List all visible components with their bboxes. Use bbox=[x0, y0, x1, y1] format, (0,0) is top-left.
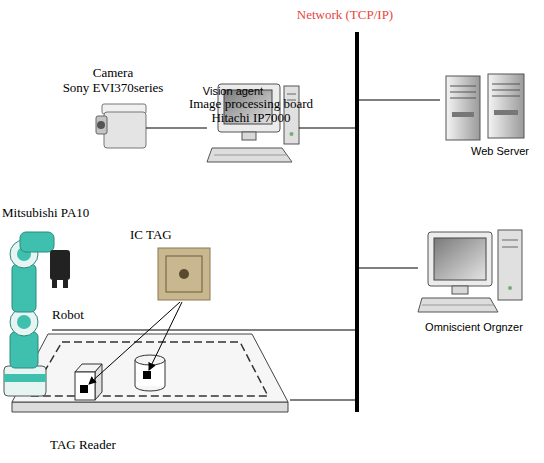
robot-arm-part bbox=[20, 232, 54, 252]
server-icon-part bbox=[450, 92, 476, 93]
computer-icon-part bbox=[422, 305, 494, 306]
tagged-object-part bbox=[135, 386, 165, 391]
tag-leader bbox=[89, 302, 182, 384]
robot-arm-part bbox=[10, 332, 38, 368]
camera-icon-part bbox=[96, 116, 107, 134]
server-icon-part bbox=[446, 76, 480, 140]
device-label: TAG Reader bbox=[50, 438, 116, 453]
part-label: IC TAG bbox=[130, 228, 172, 243]
device-model: Image processing board bbox=[165, 97, 337, 112]
ic-tag-image-part bbox=[166, 256, 202, 292]
server-icon-part bbox=[492, 96, 520, 97]
ic-tag-image-part bbox=[179, 269, 189, 279]
tag-leader-part bbox=[149, 302, 182, 370]
tagged-object-part bbox=[135, 355, 165, 365]
device-label: Vision agent bbox=[173, 85, 293, 98]
robot-arm-part bbox=[17, 315, 31, 329]
server-icon-part bbox=[450, 86, 476, 87]
robot-arm-part bbox=[12, 264, 36, 312]
device-label: Robot bbox=[52, 308, 84, 323]
server-icon-part bbox=[452, 112, 474, 117]
server-icon-part bbox=[450, 98, 476, 99]
computer-icon-part bbox=[428, 232, 492, 286]
network-bus: Network (TCP/IP) bbox=[355, 32, 359, 412]
computer-icon-part bbox=[502, 247, 518, 248]
network-link bbox=[299, 127, 355, 128]
camera-icon bbox=[96, 104, 146, 148]
device-model: Mitsubishi PA10 bbox=[2, 206, 89, 221]
computer-icon-part bbox=[287, 94, 296, 95]
robot-arm-part bbox=[50, 250, 70, 280]
device-model: Hitachi IP7000 bbox=[165, 111, 337, 126]
tagged-object-part bbox=[95, 364, 102, 400]
device-model: Sony EVI370series bbox=[53, 81, 173, 96]
network-link bbox=[146, 127, 207, 128]
robot-arm-part bbox=[52, 280, 57, 288]
computer-icon-part bbox=[502, 240, 518, 241]
computer-icon-part bbox=[434, 238, 486, 280]
computer-icon-part bbox=[207, 148, 292, 162]
computer-icon-part bbox=[290, 132, 294, 136]
computer-icon-part bbox=[452, 286, 468, 294]
computer-icon-part bbox=[498, 230, 522, 300]
device-label: Web Server bbox=[456, 145, 544, 158]
device-label: Camera bbox=[78, 66, 148, 81]
server-icon-part bbox=[494, 110, 518, 115]
server-icon bbox=[446, 74, 524, 140]
camera-icon-part bbox=[97, 121, 105, 129]
tagged-object-part bbox=[80, 385, 88, 393]
device-label: Omniscient Orgnzer bbox=[412, 321, 536, 334]
tagged-object-part bbox=[165, 360, 166, 386]
network-link bbox=[359, 99, 440, 100]
computer-icon-part bbox=[508, 286, 512, 290]
web-server-node: Web Server bbox=[440, 72, 528, 142]
tag-leader-part bbox=[89, 302, 180, 384]
tagged-object-part bbox=[75, 372, 95, 400]
vision-agent-node: Vision agentImage processing boardHitach… bbox=[207, 80, 299, 168]
organizer-node: Omniscient Orgnzer bbox=[418, 225, 526, 317]
network-label: Network (TCP/IP) bbox=[283, 8, 407, 23]
robot-arm-part bbox=[4, 374, 46, 382]
tagged-object bbox=[75, 355, 165, 400]
tag-reader-node: TAG Reader bbox=[10, 332, 290, 414]
computer-icon-part bbox=[418, 298, 498, 312]
computer-icon-part bbox=[242, 132, 256, 140]
tag-reader-plate bbox=[12, 334, 288, 412]
camera-icon-part bbox=[104, 112, 146, 148]
network-link bbox=[52, 329, 355, 330]
computer-icon-part bbox=[214, 155, 286, 156]
tagged-object-part bbox=[135, 360, 136, 386]
ic-tag-image-part bbox=[158, 248, 210, 300]
tag-reader-plate-part bbox=[12, 402, 288, 412]
robot-node: Mitsubishi PA10Robot bbox=[2, 228, 52, 396]
computer-icon bbox=[418, 230, 522, 312]
camera-node: CameraSony EVI370series bbox=[98, 104, 146, 150]
server-icon-part bbox=[488, 74, 524, 138]
ic-tag-image bbox=[158, 248, 210, 300]
tagged-object-part bbox=[143, 371, 151, 379]
robot-arm-part bbox=[63, 280, 68, 288]
network-link bbox=[290, 399, 355, 400]
server-icon-part bbox=[492, 84, 520, 85]
robot-arm-part bbox=[4, 366, 46, 396]
server-icon-part bbox=[492, 90, 520, 91]
network-link bbox=[359, 267, 418, 268]
